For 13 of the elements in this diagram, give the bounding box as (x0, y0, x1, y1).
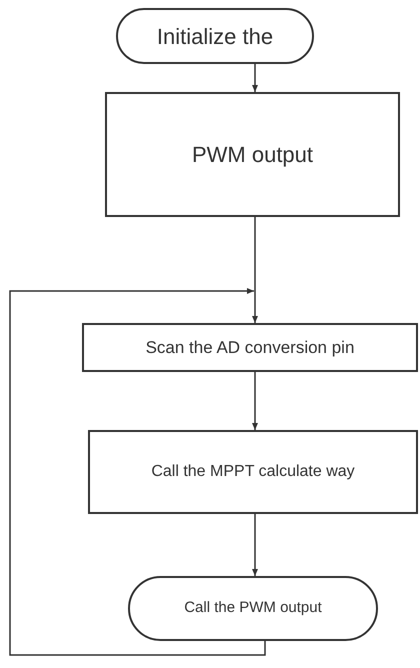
node-label: Scan the AD conversion pin (146, 336, 354, 359)
process-box (105, 92, 400, 217)
node-label: PWM output (192, 141, 314, 169)
arrow (252, 372, 258, 430)
node-label: Initialize the (156, 22, 274, 50)
arrow (252, 514, 258, 576)
node-label: Call the MPPT calculate way (151, 462, 355, 482)
arrow (252, 64, 258, 92)
arrow (252, 217, 258, 323)
node-label: Call the PWM output (184, 598, 322, 618)
arrow (9, 288, 266, 656)
process-box (82, 323, 418, 372)
process-box (88, 430, 418, 514)
